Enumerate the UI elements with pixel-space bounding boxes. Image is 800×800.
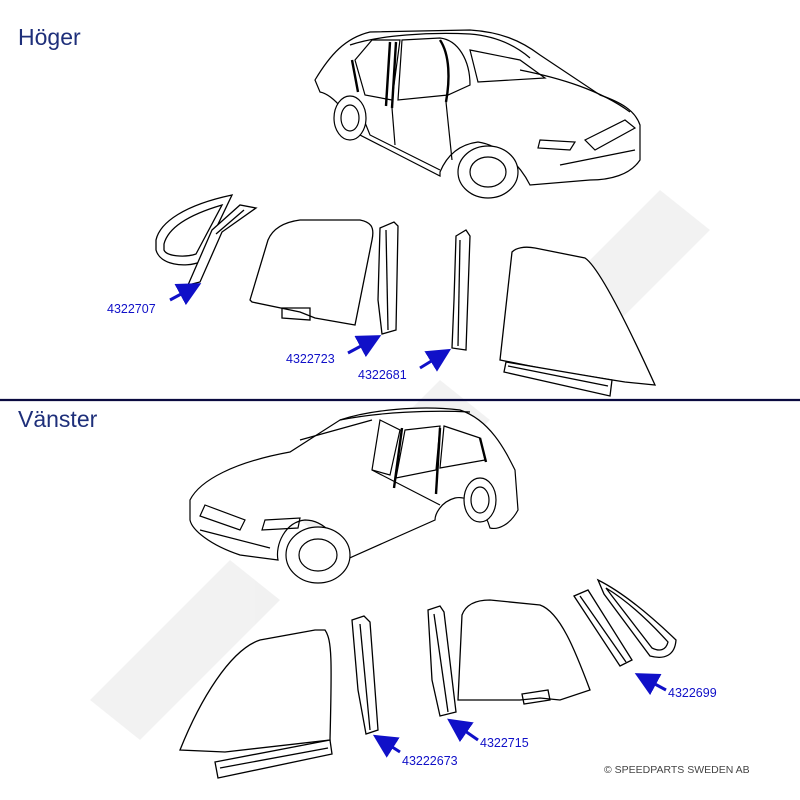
part-label-4322681: 4322681	[358, 368, 407, 382]
section-title-right: Höger	[18, 24, 81, 50]
part-label-4322723: 4322723	[286, 352, 335, 366]
part-label-43222673: 43222673	[402, 754, 458, 768]
part-quarter-glass-right	[156, 195, 232, 265]
part-label-4322707: 4322707	[107, 302, 156, 316]
part-label-4322715: 4322715	[480, 736, 529, 750]
car-top-right-side	[315, 30, 640, 198]
part-front-door-glass-right	[500, 247, 655, 385]
car-bottom-left-side	[190, 408, 518, 583]
section-title-left: Vänster	[18, 406, 98, 432]
part-4322715-strip	[428, 606, 456, 716]
part-label-4322699: 4322699	[668, 686, 717, 700]
top-arrows	[170, 283, 452, 372]
part-front-door-glass-left	[180, 630, 331, 752]
part-4322723-strip	[378, 222, 398, 334]
part-rear-door-glass-left	[458, 600, 590, 700]
part-4322681-strip	[452, 230, 470, 350]
part-rear-door-glass-right	[250, 220, 373, 325]
part-quarter-glass-left	[598, 580, 676, 657]
bottom-parts	[180, 580, 676, 778]
top-parts	[156, 195, 655, 396]
bottom-arrows	[372, 673, 666, 758]
copyright-notice: © SPEEDPARTS SWEDEN AB	[604, 764, 750, 776]
